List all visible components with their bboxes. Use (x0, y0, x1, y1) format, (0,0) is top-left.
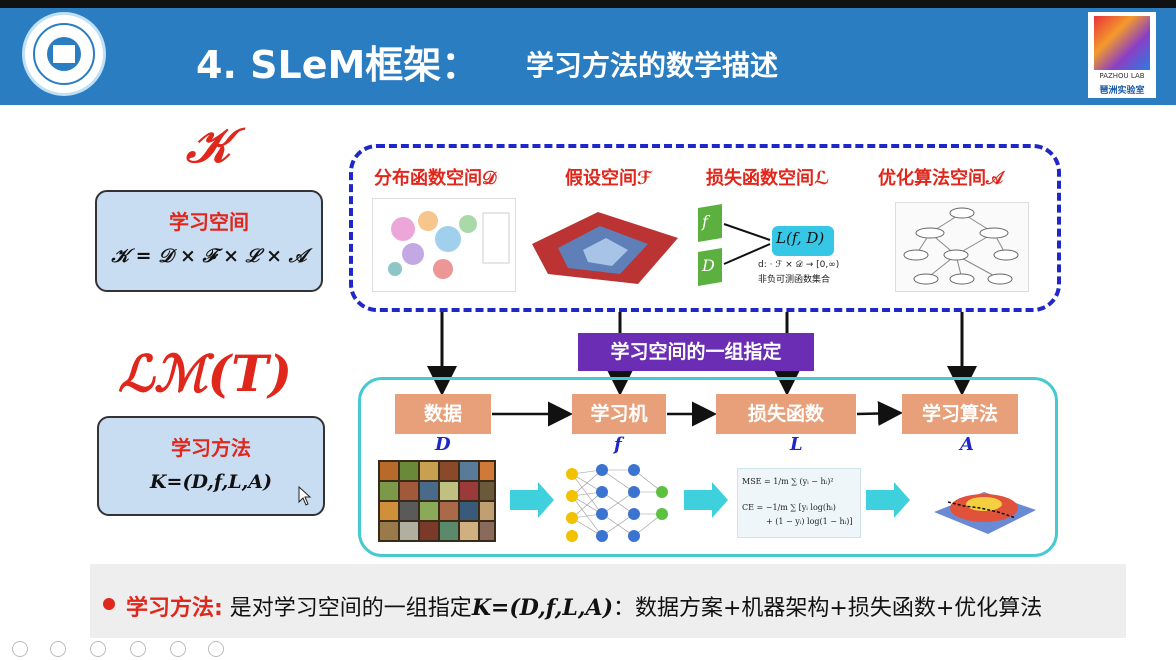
loss-input-d-label: D (702, 256, 715, 275)
learning-method-formula: K=(D,f,L,A) (150, 471, 272, 493)
mouse-cursor-icon (298, 486, 312, 506)
teal-arrow-3 (866, 482, 910, 518)
learning-space-heading: 学习空间 (169, 210, 249, 234)
summary-math: K=(D,f,L,A) (471, 595, 613, 621)
arrow-d (723, 243, 771, 265)
neural-network-image (566, 464, 668, 542)
nn-connections (571, 469, 663, 537)
next-slide-icon[interactable] (50, 641, 66, 657)
zoom-icon[interactable] (170, 641, 186, 657)
logo-ring (33, 23, 95, 85)
learning-method-heading: 学习方法 (171, 436, 251, 460)
summary-bullet (103, 598, 115, 610)
space-title-optimizer: 优化算法空间𝒜 (878, 168, 1004, 189)
step-data: 数据 (395, 394, 491, 434)
nn-neurons (566, 464, 668, 542)
loss-output-box (772, 226, 834, 256)
learning-method-symbol: ℒℳ(T) (118, 344, 292, 403)
learning-method-box: 学习方法 K=(D,f,L,A) (97, 416, 325, 516)
image-dataset-grid (378, 460, 496, 542)
pazhou-lab-logo: PAZHOU LAB 琶洲实验室 (1088, 12, 1156, 98)
learning-space-formula: 𝒦 = 𝒟 × ℱ × ℒ × 𝒜 (111, 245, 307, 267)
summary-label: 学习方法: (126, 596, 223, 621)
space-title-loss: 损失函数空间ℒ (706, 168, 830, 189)
symbol-f: f (614, 434, 622, 455)
step-learner: 学习机 (572, 394, 666, 434)
slide-title: 4. SLeM框架： (196, 43, 480, 87)
descent-path (947, 501, 1017, 519)
step-loss-function: 损失函数 (716, 394, 856, 434)
teal-arrow-2 (684, 482, 728, 518)
scatter-clusters (388, 211, 477, 279)
loss-caption-set: 非负可测函数集合 (758, 275, 831, 285)
loss-function-diagram (698, 204, 834, 286)
scatter-legend (482, 212, 510, 264)
symbol-l: L (790, 434, 803, 455)
ce-formula-line1: CE = −1/m ∑ [yᵢ log(hᵢ) (742, 503, 836, 512)
distribution-scatter-image (372, 198, 516, 292)
hypothesis-surface-image (532, 212, 678, 284)
loss-formula-image: MSE = 1/m ∑ (yᵢ − hᵢ)² CE = −1/m ∑ [yᵢ l… (737, 468, 861, 538)
space-title-hypothesis: 假设空间ℱ (565, 168, 652, 189)
window-top-bar (0, 0, 1176, 8)
optimization-surface-image (934, 492, 1036, 534)
arrow-f (723, 223, 771, 241)
teal-arrow-1 (510, 482, 554, 518)
surface-highlight (583, 238, 628, 266)
learning-space-symbol: 𝒦 (186, 118, 231, 174)
university-logo (22, 12, 106, 96)
specification-label: 学习空间的一组指定 (578, 333, 814, 371)
logo-text-en: PAZHOU LAB (1099, 72, 1145, 80)
summary-text-a: 是对学习空间的一组指定 (222, 596, 472, 621)
slides-icon[interactable] (130, 641, 146, 657)
summary-band (90, 564, 1126, 638)
tree-nodes (903, 207, 1019, 285)
arrow-step3-4 (856, 400, 903, 426)
mse-formula: MSE = 1/m ∑ (yᵢ − hᵢ)² (742, 477, 834, 486)
loss-caption-mapping: d: · ℱ × 𝒟 → [0,∞) (758, 260, 840, 270)
symbol-a: A (960, 434, 974, 455)
step-learning-algorithm: 学习算法 (902, 394, 1018, 434)
more-options-icon[interactable] (208, 641, 224, 657)
optimizer-tree-image (895, 202, 1029, 292)
logo-artwork (1094, 16, 1150, 70)
spaces-dashed-box (349, 144, 1061, 312)
input-f-shape (698, 204, 722, 242)
summary-text-b: ：数据方案+机器架构+损失函数+优化算法 (612, 596, 1043, 621)
logo-text-cn: 琶洲实验室 (1099, 86, 1145, 96)
space-title-distribution: 分布函数空间𝒟 (374, 168, 497, 189)
slide-header (0, 8, 1176, 105)
learning-space-box: 学习空间 𝒦 = 𝒟 × ℱ × ℒ × 𝒜 (95, 190, 323, 292)
pipeline-box (358, 377, 1058, 557)
input-d-shape (698, 248, 722, 286)
loss-input-f-label: f (702, 212, 708, 231)
symbol-d: D (435, 434, 451, 455)
loss-output-label: L(f, D) (776, 229, 825, 247)
logo-mark (53, 45, 75, 63)
slide-subtitle: 学习方法的数学描述 (526, 49, 779, 82)
dataset-thumbnails (380, 462, 494, 540)
ce-formula-line2: + (1 − yᵢ) log(1 − hᵢ)] (766, 517, 853, 526)
pen-icon[interactable] (90, 641, 106, 657)
summary-text: 学习方法: 是对学习空间的一组指定K=(D,f,L,A)：数据方案+机器架构+损… (126, 590, 1042, 622)
prev-slide-icon[interactable] (12, 641, 28, 657)
